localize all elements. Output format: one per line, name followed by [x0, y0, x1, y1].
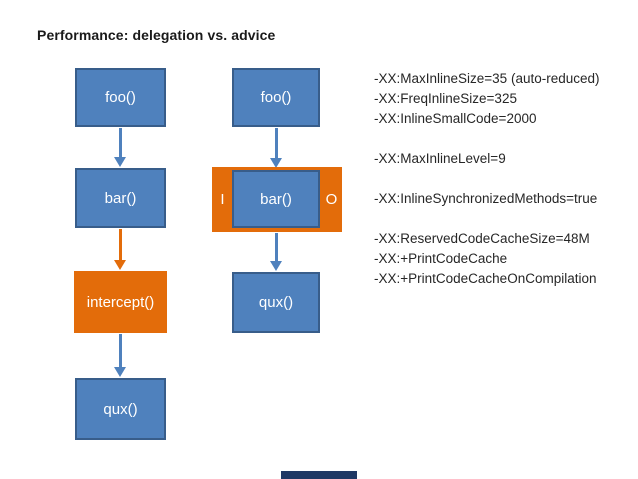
flag-line-spacer [374, 209, 600, 229]
node-label: qux() [258, 294, 294, 311]
flag-line-spacer [374, 169, 600, 189]
delegation-node-qux: qux() [75, 378, 166, 440]
flag-line: -XX:InlineSmallCode=2000 [374, 111, 537, 126]
delegation-node-bar: bar() [75, 168, 166, 228]
jvm-flags-list: -XX:MaxInlineSize=35 (auto-reduced) -XX:… [374, 69, 600, 289]
advice-node-foo: foo() [232, 68, 320, 127]
arrow-stem [274, 233, 278, 261]
flag-line-spacer [374, 129, 600, 149]
arrow-down-icon [114, 367, 126, 377]
flag-line: -XX:MaxInlineSize=35 (auto-reduced) [374, 71, 600, 86]
node-label: foo() [260, 89, 292, 106]
arrow-foo-to-bar-right [270, 128, 282, 168]
node-label: intercept() [86, 293, 155, 311]
delegation-node-foo: foo() [75, 68, 166, 127]
arrow-down-icon [114, 157, 126, 167]
advice-node-bar: bar() [232, 170, 320, 228]
flag-line: -XX:+PrintCodeCacheOnCompilation [374, 271, 597, 286]
advice-node-qux: qux() [232, 272, 320, 333]
node-label: foo() [105, 89, 136, 106]
flag-line: -XX:ReservedCodeCacheSize=48M [374, 231, 590, 246]
footer-progress-bar [281, 471, 357, 479]
arrow-stem [118, 229, 122, 260]
flag-line: -XX:+PrintCodeCache [374, 251, 508, 266]
node-label: qux() [103, 400, 138, 418]
flag-line: -XX:FreqInlineSize=325 [374, 91, 517, 106]
arrow-stem [274, 128, 278, 158]
flag-line: -XX:InlineSynchronizedMethods=true [374, 191, 598, 206]
arrow-bar-to-qux [270, 233, 282, 271]
advice-out-label: O [325, 191, 338, 208]
arrow-bar-to-intercept [114, 229, 126, 270]
arrow-stem [118, 128, 122, 157]
node-label: bar() [260, 190, 292, 208]
arrow-intercept-to-qux [114, 334, 126, 377]
slide-title: Performance: delegation vs. advice [37, 27, 276, 43]
arrow-down-icon [270, 261, 282, 271]
flag-line: -XX:MaxInlineLevel=9 [374, 151, 506, 166]
arrow-down-icon [270, 158, 282, 168]
delegation-node-intercept: intercept() [74, 271, 167, 333]
arrow-down-icon [114, 260, 126, 270]
node-label: bar() [104, 189, 137, 207]
advice-in-label: I [220, 191, 225, 208]
arrow-stem [118, 334, 122, 367]
arrow-foo-to-bar-left [114, 128, 126, 167]
